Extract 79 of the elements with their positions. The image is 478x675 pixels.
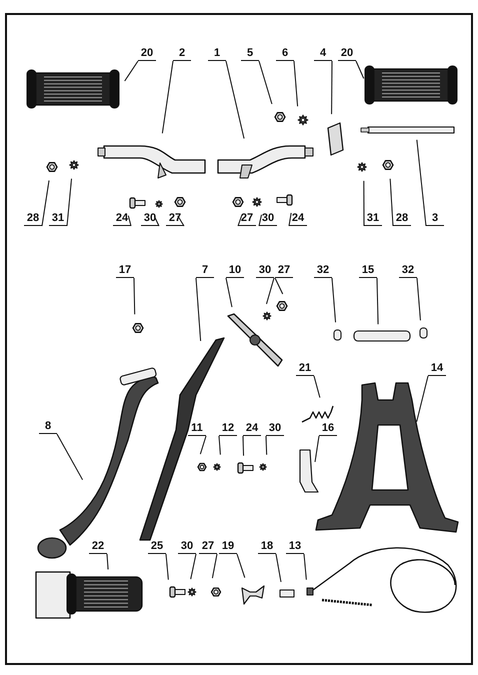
callout-number: 4 [314, 47, 332, 61]
callout-number: 14 [428, 362, 446, 376]
leader-line [196, 278, 202, 342]
callout-number: 31 [49, 212, 67, 226]
callout-number: 10 [226, 264, 244, 278]
callout-number: 20 [338, 47, 356, 61]
callout-number: 7 [196, 264, 214, 278]
leader-line [304, 554, 307, 580]
callout-number: 27 [238, 212, 256, 226]
leader-line [218, 436, 221, 456]
leader-line [288, 212, 292, 226]
callout-number: 18 [258, 540, 276, 554]
leader-line [190, 554, 196, 580]
callout-number: 30 [259, 212, 277, 226]
leader-line [42, 180, 50, 226]
callout-number: 19 [219, 540, 237, 554]
leader-line [166, 554, 169, 580]
leader-line [162, 60, 174, 134]
callout-number: 30 [266, 422, 284, 436]
callout-number: 30 [256, 264, 274, 278]
callout-number: 27 [199, 540, 217, 554]
leader-line [212, 554, 218, 579]
callout-number: 16 [319, 422, 337, 436]
callout-number: 32 [314, 264, 332, 278]
callout-number: 24 [243, 422, 261, 436]
callout-number: 28 [393, 212, 411, 226]
leader-line [128, 215, 132, 226]
leader-line [258, 60, 272, 104]
leader-line [226, 278, 232, 308]
callout-number: 21 [296, 362, 314, 376]
leader-line [106, 554, 109, 570]
leader-line [124, 60, 138, 82]
leader-line [314, 376, 320, 398]
leader-line [416, 139, 426, 226]
callout-number: 31 [364, 212, 382, 226]
leader-line [416, 376, 428, 422]
callout-number: 22 [89, 540, 107, 554]
leader-line [332, 278, 336, 323]
leader-line [266, 436, 268, 456]
leader-line [226, 60, 245, 139]
callout-number: 27 [275, 264, 293, 278]
callout-number: 20 [138, 47, 156, 61]
callout-number: 24 [113, 212, 131, 226]
leader-line [258, 214, 262, 226]
callout-number: 30 [178, 540, 196, 554]
callout-number: 24 [289, 212, 307, 226]
leader-line [363, 180, 364, 226]
callout-number: 12 [219, 422, 237, 436]
leader-line [276, 554, 282, 582]
leader-line [390, 178, 394, 226]
leader-line [66, 178, 72, 226]
leader-line [294, 60, 298, 107]
callout-number: 30 [141, 212, 159, 226]
callout-number: 32 [399, 264, 417, 278]
leader-line [56, 434, 84, 480]
callout-number: 1 [208, 47, 226, 61]
leader-line [376, 278, 379, 325]
callout-number: 3 [426, 212, 444, 226]
leader-line [242, 436, 244, 456]
leader-line [238, 214, 242, 226]
callout-number: 5 [241, 47, 259, 61]
leader-line [356, 60, 364, 79]
callout-number: 8 [39, 420, 57, 434]
leader-line [314, 436, 320, 462]
callout-number: 25 [148, 540, 166, 554]
callout-number: 6 [276, 47, 294, 61]
callout-number: 17 [116, 264, 134, 278]
leader-line [266, 278, 274, 305]
callout-number: 15 [359, 264, 377, 278]
leader-line [134, 278, 136, 315]
leader-line [331, 60, 332, 115]
callout-number: 13 [286, 540, 304, 554]
leader-line [200, 436, 206, 455]
callout-number: 2 [173, 47, 191, 61]
callout-number: 28 [24, 212, 42, 226]
leader-line [416, 278, 421, 321]
leader-line [274, 278, 284, 295]
callout-number: 11 [188, 422, 206, 436]
leader-line [236, 554, 246, 578]
